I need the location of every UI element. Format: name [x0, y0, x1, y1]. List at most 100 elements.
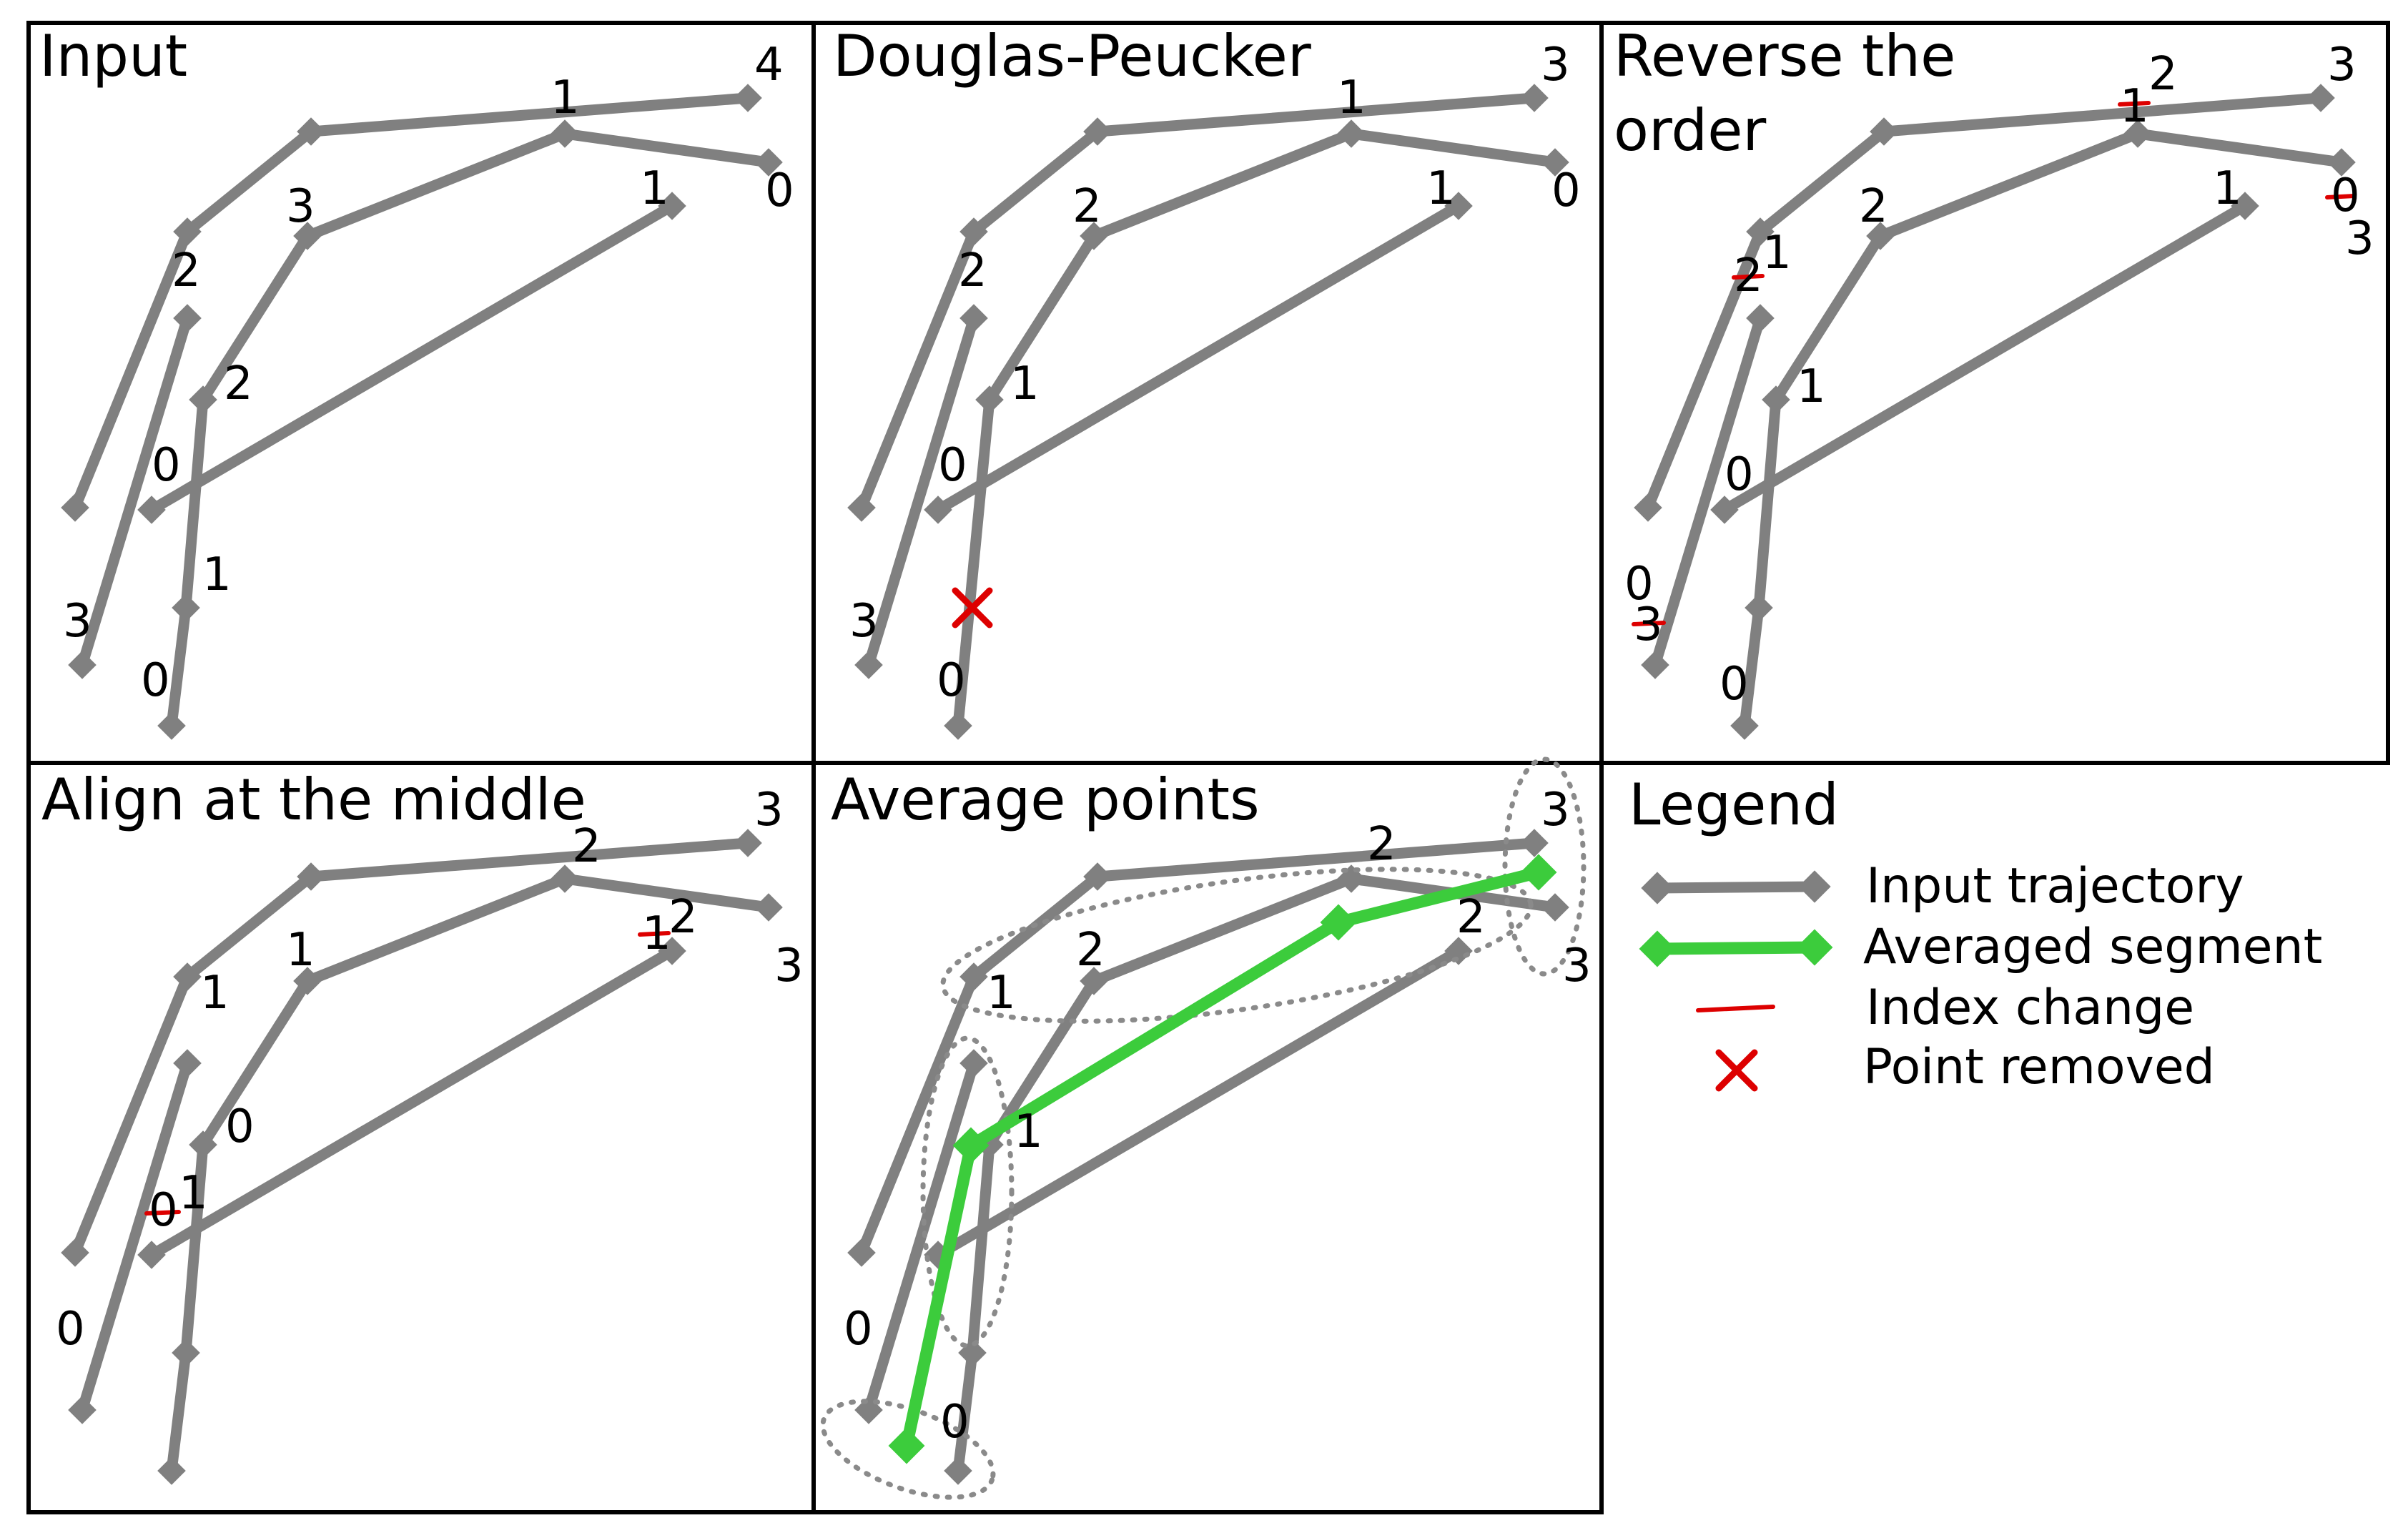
panel-align-middle: Align at the middle 2 3 2 1 3 1 1 0 1 0 …: [41, 766, 804, 1485]
panel-title-line-1: Reverse the: [1614, 23, 1955, 89]
frame-input: [26, 21, 816, 765]
index-change-marks: [1632, 101, 2357, 626]
point-index: 3: [1562, 940, 1592, 992]
legend-label: Point removed: [1863, 1039, 2215, 1095]
point-index: 0: [152, 439, 181, 492]
averaged-segment: [900, 866, 1541, 1447]
point-index: 2: [224, 358, 253, 410]
point-index: 0: [1719, 658, 1749, 711]
point-index: 2: [1072, 180, 1102, 233]
point-index: 1: [202, 548, 232, 601]
panel-douglas-peucker: Douglas-Peucker 1 3 0 2 1 2 1 0 3 0: [833, 23, 1581, 740]
point-index: 0: [1724, 448, 1754, 501]
legend-label: Index change: [1866, 980, 2194, 1036]
point-index: 0: [1624, 558, 1654, 611]
point-index: 3: [754, 784, 784, 837]
point-index: 3: [286, 180, 315, 233]
point-index: 1: [200, 967, 230, 1020]
panel-title-line-2: order: [1614, 97, 1766, 164]
point-index: 0: [765, 164, 794, 217]
point-index: 1: [551, 72, 580, 124]
legend-item-input-trajectory: Input trajectory: [1641, 858, 2244, 915]
red-cross-icon: [1715, 1049, 1758, 1092]
gray-line-diamond-icon: [1641, 870, 1831, 904]
point-index: 1: [1762, 227, 1792, 280]
point-index: 1: [286, 924, 315, 977]
group-outline: [1502, 756, 1587, 977]
legend-label: Averaged segment: [1863, 919, 2322, 975]
point-index: 1: [1014, 1105, 1043, 1158]
panel-title: Average points: [831, 766, 1260, 833]
point-index: 0: [225, 1100, 255, 1153]
legend-title: Legend: [1629, 772, 1839, 838]
point-index: 1: [179, 1167, 208, 1220]
point-index: 0: [937, 654, 966, 707]
legend-item-point-removed: Point removed: [1715, 1039, 2215, 1095]
frame-douglas-peucker: [811, 21, 1604, 765]
panel-reverse-order: Reverse the order 1 2 3 2 1 0 3 2 1 1 0 …: [1614, 23, 2374, 740]
point-index: 0: [141, 654, 170, 707]
point-index: 3: [2345, 212, 2374, 265]
reordered-trajectories: [1634, 84, 2356, 740]
point-index: 3: [774, 940, 804, 992]
point-index: 3: [1541, 39, 1570, 92]
frame-align-middle: [26, 761, 816, 1514]
point-index: 1: [987, 967, 1016, 1020]
index-change-marks: [144, 931, 671, 1216]
panel-frames: [26, 21, 2390, 1514]
point-index: 0: [844, 1303, 873, 1356]
point-index: 1: [1010, 358, 1040, 410]
point-index: 2: [1367, 818, 1396, 871]
input-trajectories: [61, 84, 783, 740]
point-index: 2: [958, 245, 987, 297]
group-outline: [820, 1399, 996, 1500]
point-index: 1: [1337, 72, 1366, 124]
frame-average-points: [811, 761, 1604, 1514]
point-index: 0: [56, 1303, 85, 1356]
point-index: 4: [754, 39, 784, 92]
red-dash-icon: [1696, 1005, 1775, 1012]
panel-title: Align at the middle: [41, 766, 586, 833]
point-index: 2: [1734, 250, 1763, 302]
point-index: 2: [1456, 891, 1486, 944]
point-index: 0: [940, 1396, 969, 1449]
point-index: 1: [2120, 80, 2149, 133]
green-line-diamond-icon: [1639, 929, 1833, 967]
frame-reverse-order: [1599, 21, 2390, 765]
point-index: 1: [1426, 162, 1456, 215]
point-index: 3: [63, 595, 92, 648]
legend-label: Input trajectory: [1866, 858, 2244, 915]
point-index: 1: [642, 907, 671, 960]
point-index: 2: [1859, 180, 1888, 233]
panel-title: Input: [39, 23, 187, 89]
point-index: 1: [1797, 360, 1826, 413]
removed-point-cross: [952, 587, 993, 628]
point-groups: [820, 756, 1587, 1500]
averaged-points: [888, 854, 1557, 1464]
point-index: 0: [1551, 164, 1581, 217]
point-index: 2: [1076, 924, 1105, 977]
panel-input: Input 1 4 0 3 1 2 2 0 1 3 0: [39, 23, 794, 740]
point-index: 0: [938, 439, 967, 492]
point-index: 3: [1541, 784, 1570, 837]
panel-average-points: Average points 2 3 2 2 3 1 1 0 0: [820, 756, 1592, 1500]
point-index: 3: [849, 595, 879, 648]
legend-item-index-change: Index change: [1696, 980, 2194, 1036]
simplified-trajectories: [847, 84, 1569, 740]
panel-title: Douglas-Peucker: [833, 23, 1311, 89]
point-index: 2: [668, 891, 698, 944]
point-index: 0: [149, 1184, 178, 1237]
point-index: 0: [2331, 169, 2360, 222]
point-index: 1: [640, 162, 669, 215]
point-index: 1: [2213, 162, 2242, 215]
legend: Legend Input trajectory Averaged segment…: [1629, 772, 2322, 1095]
legend-item-averaged-segment: Averaged segment: [1639, 919, 2322, 975]
point-index: 2: [172, 245, 201, 297]
group-outline: [920, 1035, 1015, 1349]
point-index: 2: [2148, 48, 2178, 101]
point-index: 3: [1634, 598, 1663, 651]
point-index: 3: [2327, 39, 2357, 92]
point-index: 2: [572, 820, 601, 873]
group-outline: [940, 867, 1534, 1024]
